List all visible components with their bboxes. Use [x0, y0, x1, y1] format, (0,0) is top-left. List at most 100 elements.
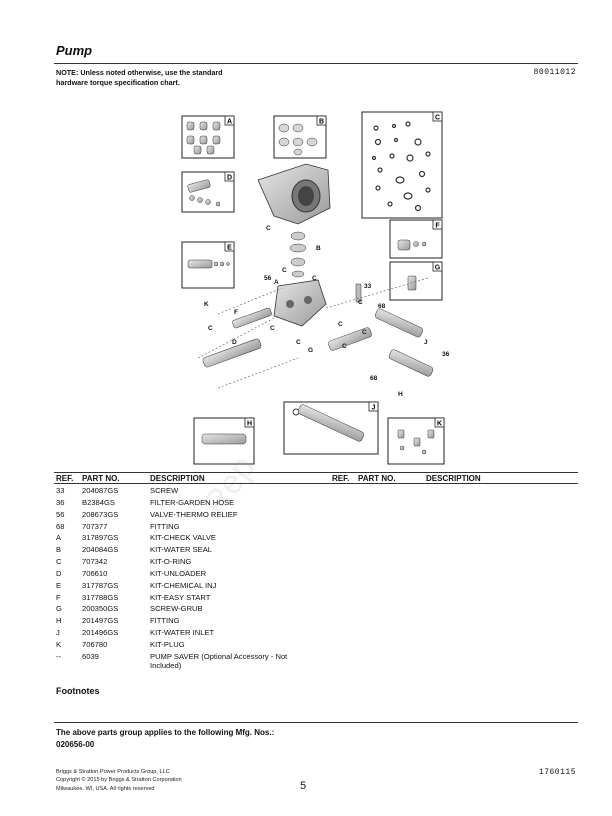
ref-cell: F — [56, 592, 61, 602]
ref-cell: B — [56, 545, 62, 555]
ref-cell: A — [56, 533, 62, 543]
leader-dashes — [197, 277, 429, 389]
mfg-numbers: 020656-00 — [56, 740, 95, 749]
exploded-pump-diagram: A B C D — [181, 111, 450, 465]
part-cell: 6039 — [82, 651, 99, 661]
box-label-b: B — [319, 119, 324, 126]
desc-cell: KIT-PLUG — [150, 639, 185, 649]
table-row: A 317897GS KIT-CHECK VALVE — [56, 532, 316, 544]
kit-box-h: H — [193, 417, 255, 465]
callout: 68 — [370, 375, 378, 382]
part-cell: 317897GS — [82, 533, 119, 543]
footer-line-2: Copyright © 2015 by Briggs & Stratton Co… — [56, 777, 182, 784]
callout: 56 — [264, 275, 272, 282]
title-rule — [54, 63, 578, 64]
kit-box-b: B — [273, 115, 327, 159]
box-label-c: C — [435, 115, 440, 122]
table-row: 36 B2384GS FILTER-GARDEN HOSE — [56, 497, 316, 509]
part-cell: 706610 — [82, 568, 108, 578]
callout: C — [358, 299, 363, 306]
desc-cell: FITTING — [150, 616, 180, 626]
callout: 68 — [378, 303, 386, 310]
col-ref-header: REF. — [56, 474, 74, 483]
desc-cell: FILTER-GARDEN HOSE — [150, 497, 235, 507]
ref-cell: H — [56, 616, 62, 626]
pump-seals — [289, 231, 307, 278]
ref-cell: G — [56, 604, 62, 614]
part-cell: 707377 — [82, 521, 108, 531]
pump-manifold — [273, 279, 327, 327]
table-row: H 201497GS FITTING — [56, 615, 316, 627]
desc-cell: SCREW-GRUB — [150, 604, 203, 614]
desc-cell: KIT-UNLOADER — [150, 568, 207, 578]
ref-cell: E — [56, 580, 62, 590]
callout: 36 — [442, 351, 450, 358]
ref-cell: 33 — [56, 486, 65, 495]
callout: J — [424, 339, 428, 346]
callout: B — [316, 245, 321, 252]
callout: C — [282, 267, 287, 274]
applies-rule — [54, 722, 578, 723]
kit-box-a: A — [181, 115, 235, 159]
box-label-d: D — [227, 175, 232, 182]
kit-box-j: J — [283, 401, 379, 455]
col-part-header-2: PART NO. — [358, 474, 396, 483]
desc-cell: PUMP SAVER (Optional Accessory - Not Inc… — [150, 651, 288, 671]
applies-block: The above parts group applies to the fol… — [56, 727, 274, 751]
kit-box-g: G — [389, 261, 443, 301]
callout: C — [362, 329, 367, 336]
box-label-e: E — [227, 245, 232, 252]
kit-box-k: K — [387, 417, 445, 465]
part-cell: 208673GS — [82, 509, 119, 519]
box-label-a: A — [227, 119, 232, 126]
part-cell: 204087GS — [82, 486, 119, 495]
torque-note: NOTE: Unless noted otherwise, use the st… — [56, 68, 223, 88]
pump-housing — [257, 163, 331, 225]
kit-box-d: D — [181, 171, 235, 213]
applies-text: The above parts group applies to the fol… — [56, 728, 275, 737]
valve-assemblies — [202, 283, 434, 377]
part-cell: 204084GS — [82, 545, 119, 555]
desc-cell: KIT-EASY START — [150, 592, 211, 602]
kit-box-e: E — [181, 241, 235, 289]
callout: C — [296, 339, 301, 346]
box-label-k: K — [437, 421, 442, 428]
callout: 33 — [364, 283, 372, 290]
callout: C — [312, 275, 317, 282]
desc-cell: FITTING — [150, 521, 180, 531]
ref-cell: 68 — [56, 521, 65, 531]
callout: D — [232, 339, 237, 346]
footnotes-heading: Footnotes — [56, 686, 100, 696]
table-row: F 317788GS KIT-EASY START — [56, 592, 316, 604]
ref-cell: 56 — [56, 509, 65, 519]
part-cell: 200350GS — [82, 604, 119, 614]
callout: H — [398, 391, 403, 398]
box-label-g: G — [435, 265, 441, 272]
copyright-footer: Briggs & Stratton Power Products Group, … — [56, 768, 182, 793]
callout: F — [234, 309, 238, 316]
box-label-f: F — [435, 223, 440, 230]
part-cell: 201497GS — [82, 616, 119, 626]
desc-cell: KIT-WATER INLET — [150, 628, 215, 638]
part-cell: 706780 — [82, 639, 108, 649]
ref-cell: C — [56, 557, 62, 567]
ref-cell: 36 — [56, 497, 65, 507]
part-cell: 317788GS — [82, 592, 119, 602]
part-cell: 201496GS — [82, 628, 119, 638]
col-desc-header-2: DESCRIPTION — [426, 474, 481, 483]
callout: C — [266, 225, 271, 232]
page-title: Pump — [56, 43, 93, 58]
desc-cell: KIT-CHECK VALVE — [150, 533, 216, 543]
doc-number: 80011012 — [533, 68, 576, 77]
callout: C — [270, 325, 275, 332]
ref-cell: D — [56, 568, 62, 578]
part-cell: B2384GS — [82, 497, 115, 507]
callout: C — [338, 321, 343, 328]
